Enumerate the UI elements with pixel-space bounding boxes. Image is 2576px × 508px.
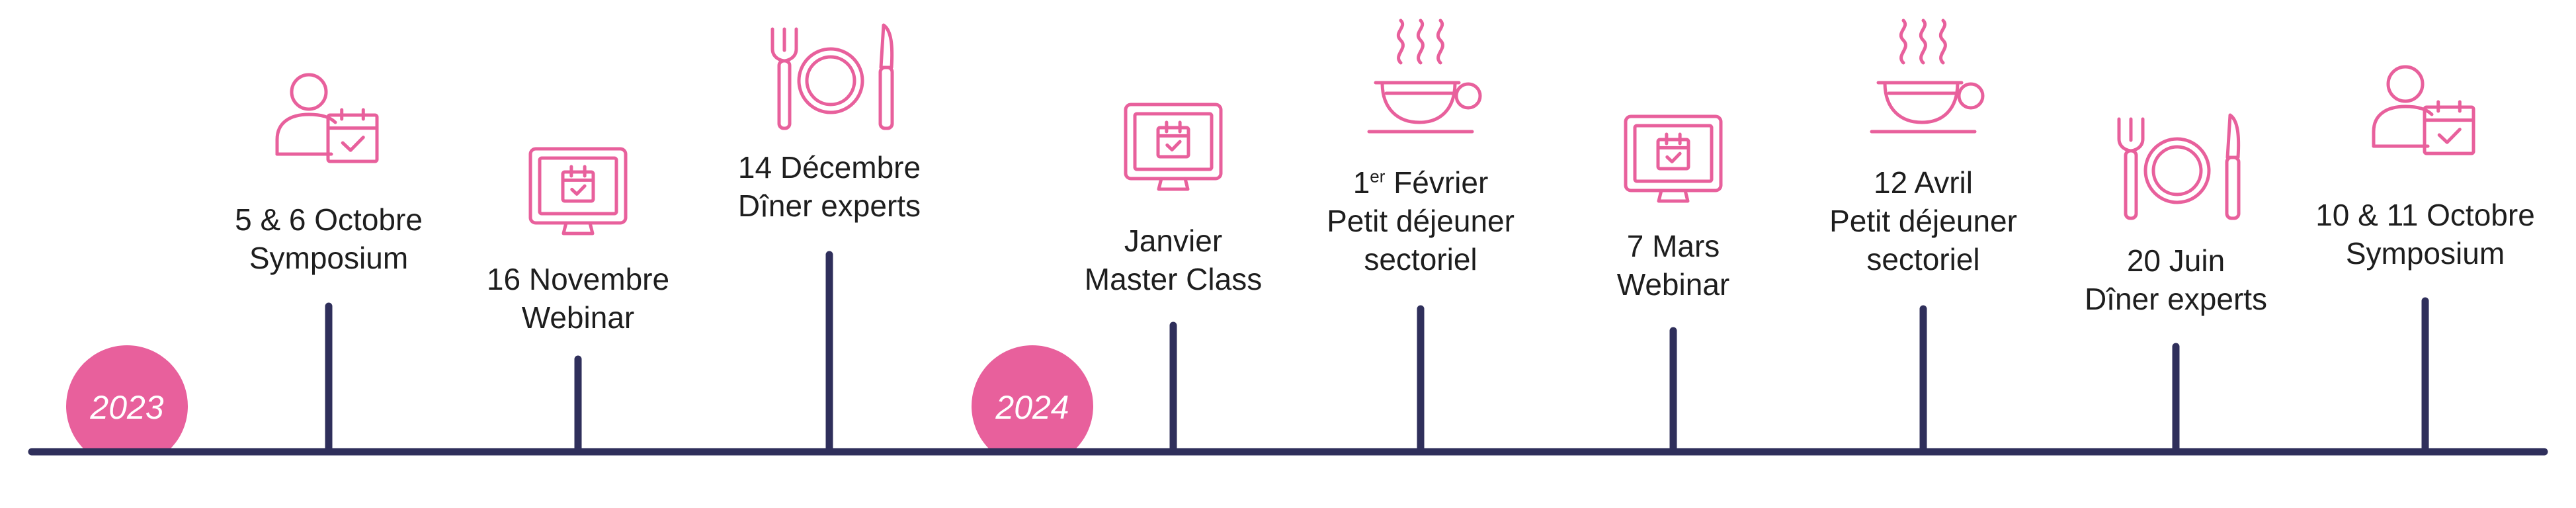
person-calendar-icon xyxy=(2372,65,2475,155)
event-label-line: 7 Mars xyxy=(1626,229,1720,263)
monitor-calendar-icon xyxy=(1124,103,1223,191)
monitor-calendar-icon xyxy=(528,147,628,235)
event-label-line: Janvier xyxy=(1124,224,1223,258)
event-label-line: sectoriel xyxy=(1866,242,1980,276)
event-label-line: Symposium xyxy=(2345,236,2505,271)
year-label: 2023 xyxy=(90,389,164,426)
event-label-line: 5 & 6 Octobre xyxy=(235,202,423,237)
coffee-cup-icon xyxy=(1367,19,1482,134)
event-day: 1 xyxy=(1352,165,1370,200)
year-badge-shape xyxy=(66,345,188,452)
event-label-line: Webinar xyxy=(521,300,635,335)
event-label-line: 16 Novembre xyxy=(486,262,670,296)
event-label-line: sectoriel xyxy=(1364,242,1477,276)
event-label-line: Dîner experts xyxy=(2084,282,2268,316)
monitor-calendar-icon xyxy=(1624,114,1723,203)
event-label-line: 20 Juin xyxy=(2126,243,2225,278)
event-month: Février xyxy=(1385,165,1489,200)
year-marker-2024 xyxy=(972,345,1094,452)
year-marker-2023 xyxy=(66,345,188,452)
event-label-line: Master Class xyxy=(1084,262,1263,296)
event-label-line: Webinar xyxy=(1616,267,1730,302)
event-day-suffix: er xyxy=(1370,166,1386,187)
year-badge-shape xyxy=(972,345,1094,452)
event-date-line: 1er Février xyxy=(1327,163,1515,202)
person-calendar-icon xyxy=(275,73,379,163)
event-label-line: Dîner experts xyxy=(737,189,921,223)
event-label-line: 14 Décembre xyxy=(737,150,921,185)
event-label-line: Petit déjeuner xyxy=(1327,204,1515,238)
event-label-line: Petit déjeuner xyxy=(1829,204,2017,238)
year-label: 2024 xyxy=(995,389,1069,426)
fork-plate-knife-icon xyxy=(770,23,894,130)
event-label-line: 12 Avril xyxy=(1873,165,1974,200)
fork-plate-knife-icon xyxy=(2117,113,2241,220)
event-label-line: 10 & 11 Octobre xyxy=(2315,198,2535,232)
coffee-cup-icon xyxy=(1870,19,1985,134)
event-label-line: Symposium xyxy=(249,241,409,275)
